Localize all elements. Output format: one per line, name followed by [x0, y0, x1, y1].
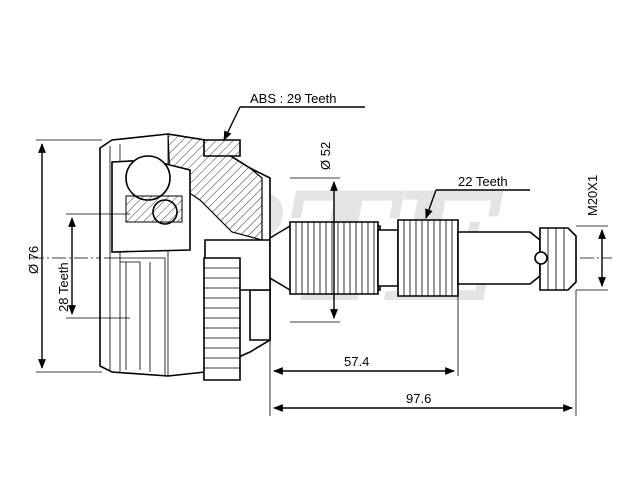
abs-teeth-label: ABS : 29 Teeth: [250, 91, 337, 106]
outer-diameter-label: Ø 76: [26, 246, 41, 274]
outer-spline-label: 22 Teeth: [458, 174, 508, 189]
bell-housing: [99, 133, 271, 377]
inner-spline-label: 28 Teeth: [56, 262, 71, 312]
shaft-diameter-label: Ø 52: [318, 142, 333, 170]
length-total-label: 97.6: [406, 391, 431, 406]
abs-ring: [203, 139, 241, 381]
shaft: [269, 219, 577, 297]
ball-upper: [125, 155, 171, 201]
thread-label: M20X1: [585, 175, 600, 216]
length-short-label: 57.4: [344, 354, 369, 369]
cotter-pin-hole: [534, 251, 548, 265]
